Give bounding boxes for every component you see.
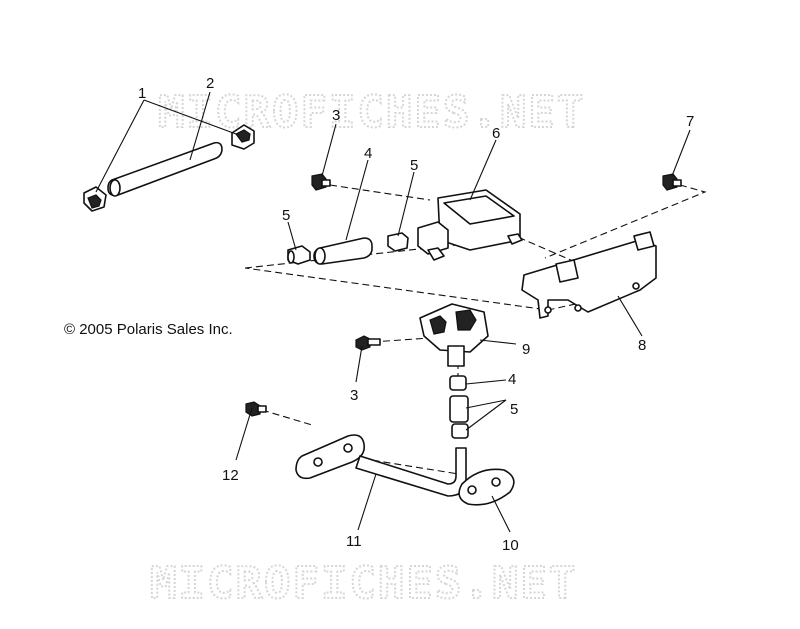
- callout-5-upper-right: 5: [410, 157, 418, 174]
- screw-part-12: [245, 401, 267, 417]
- callout-8: 8: [638, 337, 646, 354]
- fuel-hose-part-2: [107, 141, 223, 197]
- cap-part-5-lower-a: [449, 375, 467, 391]
- callout-1: 1: [138, 85, 146, 102]
- valve-part-9: [419, 303, 489, 367]
- gasket-part-10: [458, 468, 515, 506]
- watermark-bottom: MICROFICHES.NET: [150, 558, 577, 609]
- module-part-6: [417, 189, 523, 261]
- hose-clamp-part-1: [83, 124, 255, 212]
- callout-3-lower: 3: [350, 387, 358, 404]
- cap-part-5-right: [387, 232, 409, 252]
- sleeve-part-4-upper: [313, 237, 373, 265]
- callout-5-lower: 5: [510, 401, 518, 418]
- screw-part-3-lower: [355, 335, 381, 351]
- sleeve-part-4-lower: [449, 395, 469, 423]
- leader-lines: [95, 91, 691, 533]
- callout-11: 11: [346, 533, 362, 550]
- callout-6: 6: [492, 125, 500, 142]
- cap-part-5-left: [287, 245, 311, 265]
- callout-5-upper-left: 5: [282, 207, 290, 224]
- copyright-text: © 2005 Polaris Sales Inc.: [64, 321, 233, 338]
- callout-9: 9: [522, 341, 530, 358]
- bracket-part-8: [521, 231, 657, 319]
- callout-2: 2: [206, 75, 214, 92]
- cap-part-5-lower-b: [451, 423, 469, 439]
- screw-part-7: [662, 173, 682, 191]
- callout-7: 7: [686, 113, 694, 130]
- watermark-top: MICROFICHES.NET: [158, 87, 585, 138]
- pipe-part-11: [295, 434, 467, 497]
- callout-4-lower: 4: [508, 371, 516, 388]
- screw-part-3-upper: [311, 173, 331, 191]
- callout-4-upper: 4: [364, 145, 372, 162]
- callout-3-upper: 3: [332, 107, 340, 124]
- callout-10: 10: [502, 537, 519, 554]
- callout-labels: 1 2 3 4 5 5 6 7 8 9 3 4 5 12 11 10: [138, 75, 694, 554]
- callout-12: 12: [222, 467, 239, 484]
